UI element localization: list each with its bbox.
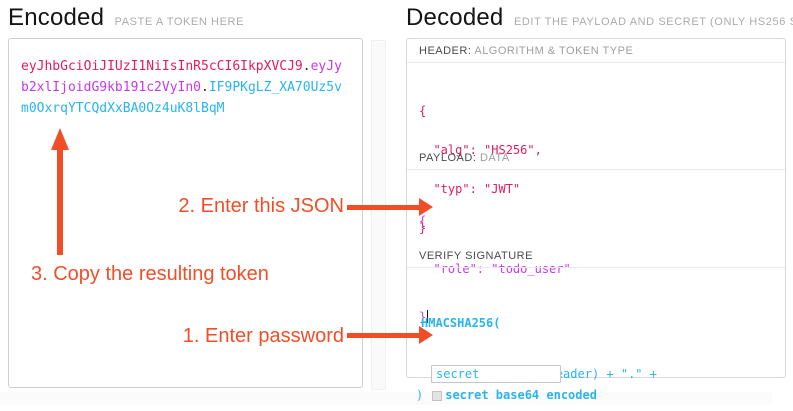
jwt-separator: . <box>201 80 209 95</box>
payload-json-line[interactable]: { <box>419 214 427 228</box>
column-divider <box>371 40 386 390</box>
jwt-separator: . <box>302 59 311 74</box>
encoded-subtitle: PASTE A TOKEN HERE <box>114 16 245 28</box>
verify-signature-bar: VERIFY SIGNATURE <box>407 244 785 268</box>
header-section-label: HEADER: <box>419 44 472 57</box>
arrow-to-payload-head <box>419 198 433 216</box>
header-json-editor[interactable]: { "alg": "HS256", "typ": "JWT" } <box>407 79 785 261</box>
decoded-subtitle: EDIT THE PAYLOAD AND SECRET (ONLY HS256 … <box>513 16 793 28</box>
arrow-to-secret <box>347 333 419 338</box>
arrow-to-token <box>57 148 63 255</box>
header-json-line[interactable]: } <box>419 221 427 235</box>
bottom-strip <box>0 392 772 405</box>
verify-signature-block: HMACSHA256( base64UrlEncode(header) + ".… <box>407 281 785 411</box>
arrow-to-token-head <box>51 128 69 150</box>
arrow-to-secret-head <box>419 326 433 344</box>
text-cursor <box>427 310 429 323</box>
secret-input[interactable] <box>431 365 561 383</box>
annotation-enter-json: 2. Enter this JSON <box>178 195 344 217</box>
header-json-line[interactable]: "typ": "JWT" <box>419 182 521 196</box>
header-section-sublabel: ALGORITHM & TOKEN TYPE <box>471 44 634 57</box>
payload-section-sublabel: DATA <box>476 151 510 164</box>
base64-encoded-label[interactable]: secret base64 encoded <box>445 388 597 402</box>
arrow-to-payload <box>347 205 419 210</box>
header-json-line[interactable]: { <box>419 104 427 118</box>
decoded-panel: HEADER: ALGORITHM & TOKEN TYPE { "alg": … <box>406 38 786 402</box>
payload-json-editor[interactable]: { "role": "todo_user" } <box>407 181 785 357</box>
secret-options-row: ) secret base64 encoded <box>416 387 597 404</box>
payload-section-label: PAYLOAD: <box>419 151 477 164</box>
jwt-payload-segment[interactable]: eyJyb2xlIjoidG9kb191c2VyIn0 <box>21 59 342 95</box>
header-json-line[interactable]: "alg": "HS256", <box>419 143 542 157</box>
header-section-bar: HEADER: ALGORITHM & TOKEN TYPE <box>407 39 785 63</box>
jwt-token[interactable]: eyJhbGciOiJIUzI1NiIsInR5cCI6IkpXVCJ9.eyJ… <box>21 56 345 119</box>
payload-json-line[interactable]: } <box>419 310 429 324</box>
payload-section-bar: PAYLOAD: DATA <box>407 146 785 170</box>
hmac-code-line: HMACSHA256( <box>421 316 501 330</box>
annotation-copy-token: 3. Copy the resulting token <box>31 263 269 285</box>
verify-signature-label: VERIFY SIGNATURE <box>419 249 533 262</box>
decoded-title: Decoded <box>406 4 504 31</box>
jwt-header-segment[interactable]: eyJhbGciOiJIUzI1NiIsInR5cCI6IkpXVCJ9 <box>21 59 303 74</box>
decoded-heading: Decoded EDIT THE PAYLOAD AND SECRET (ONL… <box>406 4 793 32</box>
closing-paren: ) <box>416 388 424 402</box>
payload-json-line[interactable]: "role": "todo_user" <box>419 262 571 276</box>
annotation-enter-password: 1. Enter password <box>182 325 344 347</box>
encoded-heading: Encoded PASTE A TOKEN HERE <box>8 4 244 32</box>
jwt-signature-segment[interactable]: IF9PKgLZ_XA70Uz5vm0OxrqYTCQdXxBA0Oz4uK8l… <box>21 80 342 116</box>
encoded-title: Encoded <box>8 4 105 31</box>
base64-encoded-checkbox[interactable] <box>432 390 443 401</box>
encoded-token-textarea[interactable]: eyJhbGciOiJIUzI1NiIsInR5cCI6IkpXVCJ9.eyJ… <box>8 38 363 388</box>
